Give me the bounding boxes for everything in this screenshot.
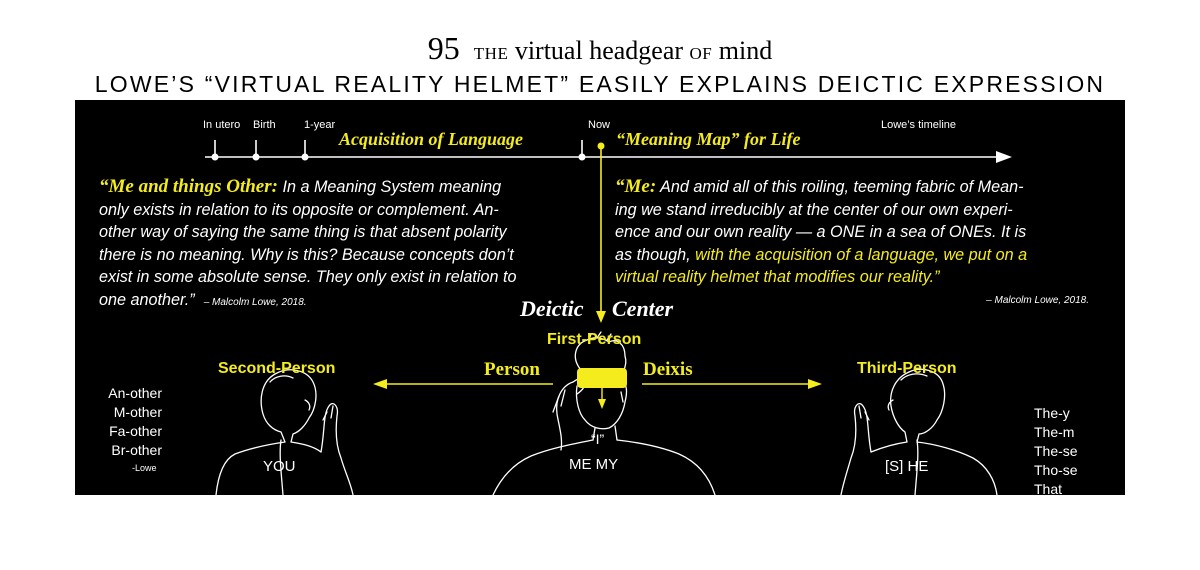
- quote-left-line: only exists in relation to its opposite …: [99, 200, 499, 219]
- i-label: “I”: [591, 431, 605, 447]
- quote-right-highlight: virtual reality helmet that modifies our…: [615, 268, 940, 286]
- page-subtitle: LOWE’S “VIRTUAL REALITY HELMET” EASILY E…: [94, 71, 1106, 97]
- timeline-dots: [211, 153, 586, 161]
- title-of: OF: [689, 44, 713, 63]
- first-person-figure: [492, 331, 716, 495]
- center-label: Center: [612, 296, 674, 321]
- other-word: Fa-other: [109, 423, 162, 439]
- quote-left-line: one another.”: [99, 290, 195, 309]
- acquisition-of-language-label: Acquisition of Language: [339, 129, 524, 149]
- deictic-label: Deictic: [520, 296, 584, 321]
- person-arrow-left-head: [373, 379, 387, 389]
- quote-right-line: And amid all of this roiling, teeming fa…: [656, 178, 1024, 196]
- second-person-figure: [215, 369, 354, 495]
- quote-left-line: exist in some absolute sense. They only …: [99, 268, 517, 286]
- page-title: 95 THE virtual headgear OF mind: [0, 28, 1200, 74]
- the-word: That: [1034, 481, 1063, 495]
- quote-right-line: as though,: [615, 245, 696, 264]
- tick-in-utero: In utero: [203, 119, 241, 131]
- meaning-map-label: “Meaning Map” for Life: [616, 129, 801, 149]
- quote-right-credit: – Malcolm Lowe, 2018.: [986, 294, 1089, 306]
- the-word: The-m: [1034, 424, 1075, 440]
- tick-now: Now: [588, 119, 611, 131]
- quote-left-line: other way of saying the same thing is th…: [99, 223, 507, 241]
- other-word-list: An-other M-other Fa-other Br-other: [98, 384, 162, 460]
- third-person-figure: [840, 368, 998, 495]
- quote-left-lead: “Me and things Other:: [99, 176, 278, 197]
- the-word: Tho-se: [1034, 462, 1078, 478]
- helmet-arrowhead: [598, 399, 606, 409]
- other-word: Br-other: [111, 442, 162, 458]
- quote-left-credit: – Malcolm Lowe, 2018.: [203, 296, 307, 308]
- title-mind: mind: [718, 36, 773, 65]
- timeline-arrowhead: [996, 151, 1012, 163]
- the-word-list: The-y The-m The-se Tho-se That: [1034, 404, 1078, 495]
- the-word: The-y: [1034, 405, 1070, 421]
- quote-right-lead: “Me:: [615, 176, 657, 197]
- tick-1-year: 1-year: [304, 119, 336, 131]
- title-virtual-headgear: virtual headgear: [514, 36, 684, 65]
- tick-birth: Birth: [253, 119, 276, 131]
- quote-right-line: ing we stand irreducibly at the center o…: [615, 200, 1013, 219]
- title-the: THE: [473, 44, 509, 63]
- first-person-label: First-Person: [547, 331, 642, 348]
- quote-right-highlight: with the acquisition of a language, we p…: [695, 245, 1028, 264]
- third-person-label: Third-Person: [857, 360, 957, 377]
- other-word: M-other: [113, 404, 162, 420]
- timeline-label: Lowe’s timeline: [881, 119, 957, 131]
- second-person-label: Second-Person: [218, 360, 336, 377]
- lowe-credit: -Lowe: [132, 463, 157, 473]
- quote-left: “Me and things Other: In a Meaning Syste…: [99, 176, 589, 314]
- quote-left-line: In a Meaning System meaning: [277, 178, 502, 196]
- diagram-graphics: [205, 140, 1012, 495]
- me-my-label: ME MY: [569, 456, 619, 473]
- page-number: 95: [427, 30, 460, 66]
- other-word: An-other: [108, 385, 162, 401]
- she-he-label: [S] HE: [885, 458, 929, 475]
- quote-right-line: ence and our own reality — a ONE in a se…: [615, 223, 1027, 241]
- deixis-arrow-right-head: [808, 379, 822, 389]
- person-deixis-word-deixis: Deixis: [643, 359, 693, 380]
- deictic-center-arrowhead: [596, 311, 606, 323]
- person-deixis-word-person: Person: [484, 359, 540, 380]
- vr-helmet: [577, 368, 627, 388]
- you-label: YOU: [263, 458, 296, 475]
- quote-right: “Me: And amid all of this roiling, teemi…: [615, 176, 1115, 310]
- diagram-panel: In utero Birth 1-year Now Lowe’s timelin…: [75, 100, 1125, 495]
- quote-left-line: there is no meaning. Why is this? Becaus…: [99, 245, 514, 264]
- the-word: The-se: [1034, 443, 1078, 459]
